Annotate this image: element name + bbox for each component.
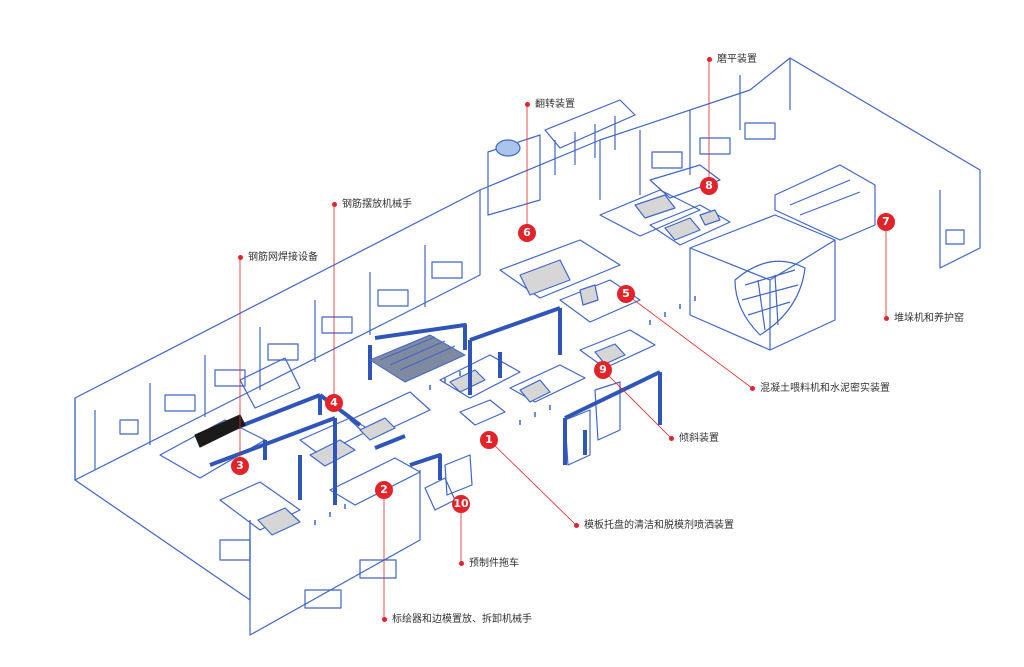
callout-label-2: 标绘器和边模置放、拆卸机械手 (392, 614, 532, 625)
leader-line-1 (488, 439, 577, 526)
callout-label-3: 钢筋网焊接设备 (248, 252, 318, 263)
label-dot-7 (884, 316, 889, 321)
callout-badge-8: 8 (700, 177, 718, 195)
callout-label-5: 混凝土喂料机和水泥密实装置 (760, 383, 890, 394)
label-dot-1 (574, 523, 579, 528)
label-dot-9 (669, 436, 674, 441)
callout-badge-7: 7 (877, 213, 895, 231)
label-dot-5 (750, 386, 755, 391)
label-dot-6 (525, 102, 530, 107)
callout-label-7: 堆垛机和养护窑 (894, 313, 964, 324)
callout-badge-9: 9 (594, 361, 612, 379)
label-dot-4 (332, 202, 337, 207)
tower-structure (487, 99, 636, 216)
callout-label-1: 模板托盘的清洁和脱模剂喷洒装置 (584, 520, 734, 531)
leader-line-9 (602, 369, 672, 439)
callout-badge-2: 2 (375, 481, 393, 499)
stations (159, 164, 876, 536)
callout-badge-4: 4 (325, 394, 343, 412)
callout-badge-6: 6 (518, 224, 536, 242)
callout-label-9: 倾斜装置 (679, 433, 719, 444)
leader-line-5 (625, 293, 753, 389)
label-dot-10 (459, 561, 464, 566)
label-dot-3 (238, 255, 243, 260)
label-dot-2 (382, 617, 387, 622)
callout-badge-5: 5 (617, 285, 635, 303)
callout-label-10: 预制件拖车 (469, 558, 519, 569)
building-walls (74, 57, 981, 636)
callout-label-6: 翻转装置 (535, 99, 575, 110)
label-dot-8 (707, 57, 712, 62)
callout-badge-10: 10 (452, 495, 470, 513)
callout-badge-1: 1 (480, 431, 498, 449)
callout-badge-3: 3 (231, 457, 249, 475)
callout-label-4: 钢筋摆放机械手 (342, 199, 412, 210)
callout-label-8: 磨平装置 (717, 54, 757, 65)
